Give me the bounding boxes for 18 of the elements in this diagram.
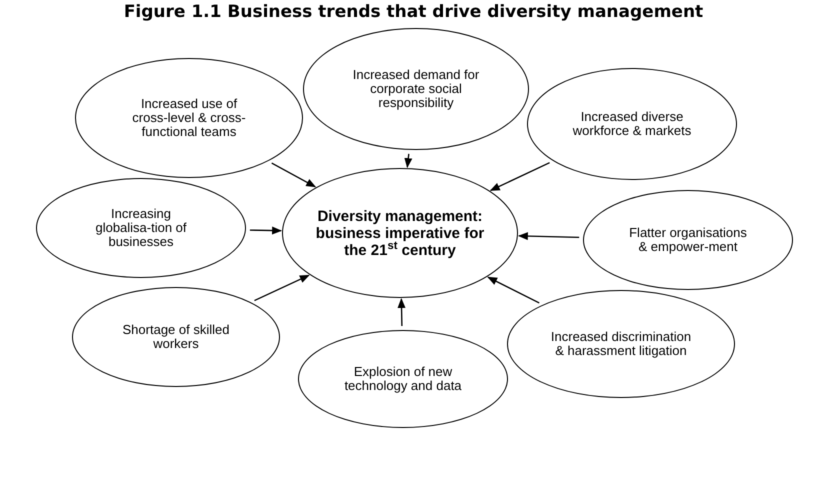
figure-title: Figure 1.1 Business trends that drive diversity management: [122, 1, 704, 24]
arrow: [487, 276, 540, 304]
trend-text: Flatter organisations & empower-ment: [628, 226, 748, 254]
trend-text: Explosion of new technology and data: [343, 365, 463, 393]
arrow: [250, 226, 282, 235]
arrow: [398, 298, 406, 326]
trend-text: Increasing globalisa-tion of businesses: [94, 207, 188, 249]
trend-text: Shortage of skilled workers: [122, 323, 230, 351]
trend-text: Increased diverse workforce & markets: [572, 110, 692, 138]
arrow: [271, 162, 316, 188]
central-text: Diversity management: business imperative for the 21$^{st}$ century: [315, 208, 485, 258]
arrow: [518, 232, 580, 240]
trend-text: Increased use of cross-level & cross-functional teams: [131, 97, 247, 139]
arrow: [254, 274, 310, 302]
trend-text: Increased demand for corporate social responsibility: [352, 68, 480, 110]
trend-text: Increased discrimination & harassment litigation: [550, 330, 692, 358]
arrow: [404, 154, 412, 168]
arrow: [490, 162, 550, 191]
